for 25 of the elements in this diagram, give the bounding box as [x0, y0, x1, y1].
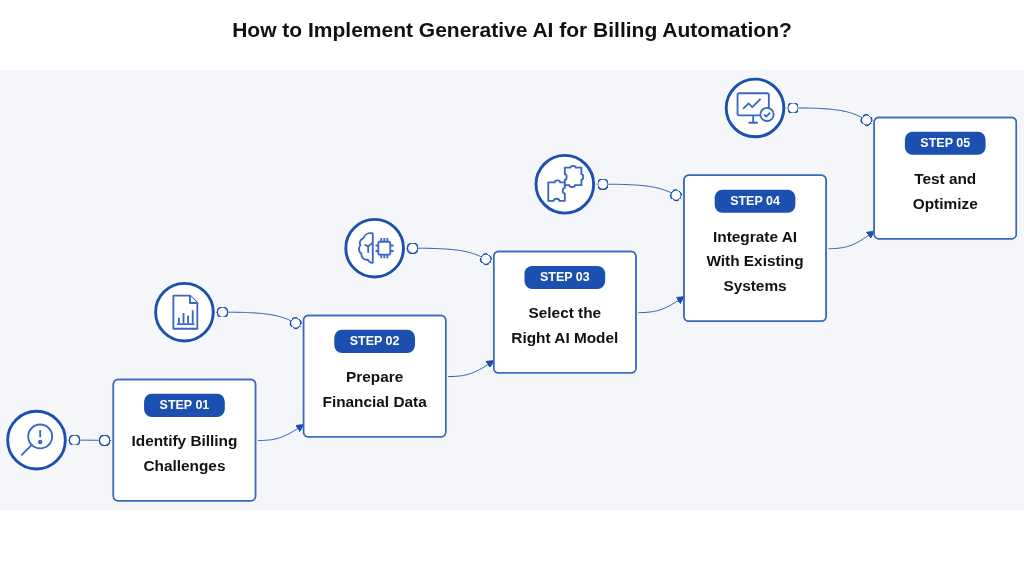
step-title: Prepare Financial Data	[321, 367, 428, 412]
step-title: Select the Right AI Model	[510, 303, 620, 348]
step-title: Integrate AI With Existing Systems	[705, 227, 805, 296]
step-badge: STEP 04	[714, 189, 796, 213]
icon-circle	[724, 77, 786, 139]
connector-line	[215, 306, 302, 330]
step-card	[493, 250, 637, 374]
step-card	[683, 174, 827, 322]
step-title: Test and Optimize	[911, 169, 979, 214]
title: How to Implement Generative AI for Billing Automation?	[232, 18, 792, 42]
step-card	[112, 378, 257, 502]
connector-line	[405, 242, 492, 266]
connector-line	[67, 434, 112, 447]
step-title: Identify Billing Challenges	[130, 431, 239, 476]
connector-line	[596, 178, 683, 202]
step-badge: STEP 01	[144, 393, 225, 418]
connector-line	[786, 101, 873, 127]
icon-circle	[6, 409, 67, 471]
step-badge: STEP 05	[905, 131, 986, 156]
step-card	[302, 314, 447, 438]
step-badge: STEP 02	[334, 329, 415, 354]
icon-circle	[154, 281, 215, 343]
step-card	[873, 116, 1018, 240]
icon-circle	[344, 217, 405, 279]
icon-circle	[534, 154, 596, 215]
